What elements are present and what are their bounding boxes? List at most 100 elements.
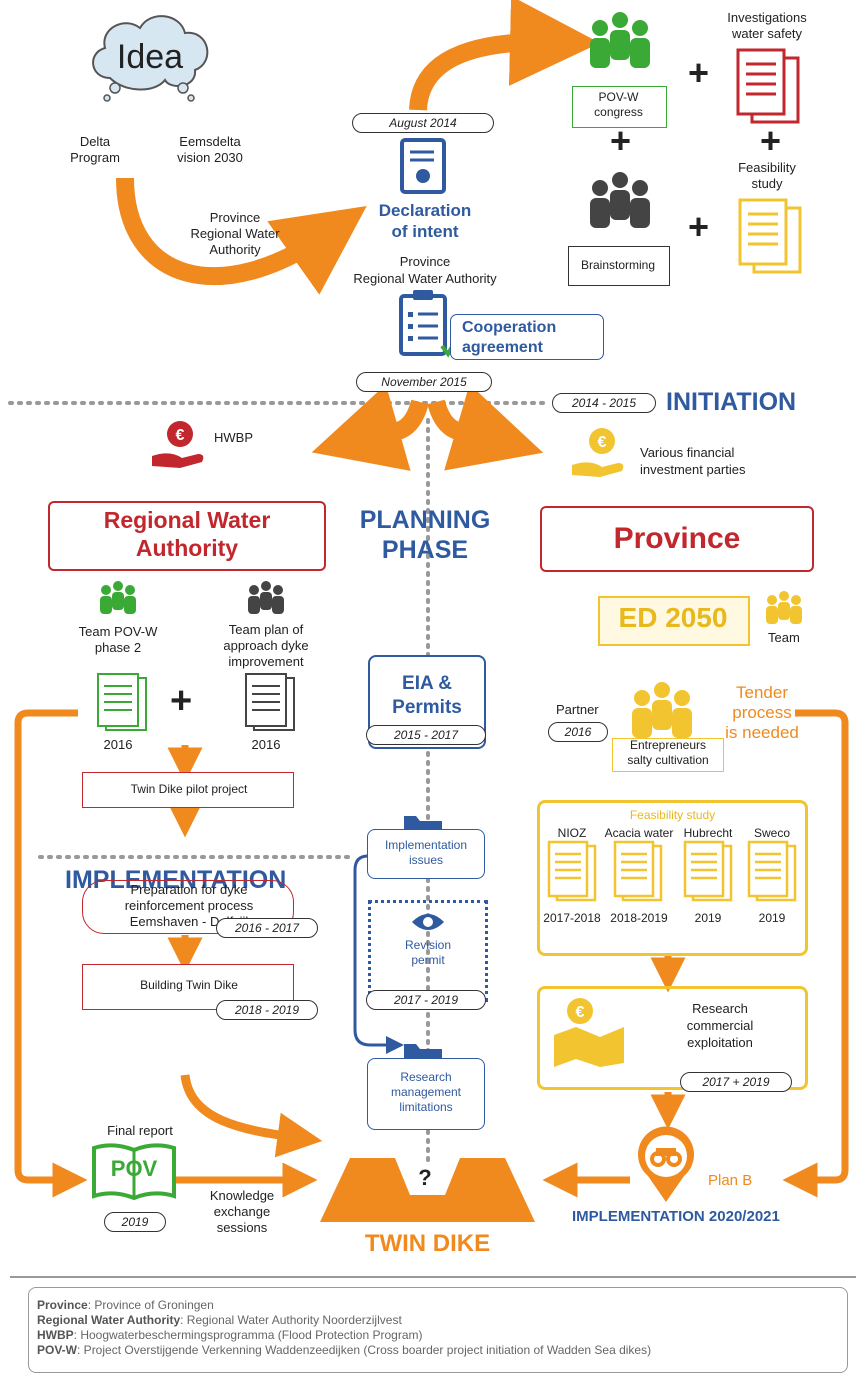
plus-icon: + (610, 120, 632, 161)
rwa-box (48, 501, 326, 571)
team-label: Team (768, 630, 800, 645)
plus-icon: + (688, 206, 710, 247)
studies-row: NIOZ 2017-2018 Acacia water 2018-2019 Hu… (537, 826, 808, 946)
clipboard-icon (399, 290, 460, 358)
research-years: 2017 + 2019 (680, 1072, 792, 1092)
book-icon (92, 1143, 176, 1201)
partner-label: Partner (556, 702, 599, 717)
pov-label: POV (110, 1156, 158, 1181)
idea-label: Idea (116, 38, 184, 76)
feasibility-study-box (537, 800, 808, 956)
financial-parties-label: Various financial investment parties (640, 445, 746, 477)
euro-hand-icon: € (152, 421, 204, 468)
tender-label: Tender process is needed (725, 683, 799, 742)
hwbp-label: HWBP (214, 430, 253, 445)
arrow-to-congress (409, 0, 600, 111)
team-povw-label: Team POV-W phase 2 (78, 624, 158, 655)
arrow-split-right (427, 384, 544, 471)
study-item: Acacia water 2018-2019 (603, 826, 675, 925)
impl-issues-box (367, 829, 485, 879)
legend-item: Province: Province of Groningen (37, 1298, 847, 1313)
brainstorm-people-icon (590, 172, 650, 228)
province-box (540, 506, 814, 572)
blue-connector (353, 854, 404, 1054)
study-name: NIOZ (557, 826, 587, 840)
povw-people-icon (590, 12, 650, 68)
svg-text:€: € (176, 427, 185, 444)
certificate-icon (400, 138, 446, 194)
legend-desc: : Hoogwaterbeschermingsprogramma (Flood … (73, 1328, 423, 1342)
impl-issues-label: Implementation issues (384, 838, 468, 867)
legend-item: POV-W: Project Overstijgende Verkenning … (37, 1343, 847, 1358)
year-2016-right: 2016 (251, 737, 281, 752)
plus-icon: + (760, 120, 782, 161)
entrepreneurs-box (612, 738, 724, 772)
report-year: 2019 (104, 1212, 166, 1232)
eia-years: 2015 - 2017 (366, 725, 486, 745)
research-commercial-label: Research commercial exploitation (686, 1001, 754, 1050)
planning-phase-heading: PLANNING PHASE (359, 506, 491, 564)
brainstorming-label: Brainstorming (580, 258, 656, 272)
study-document-icon (747, 840, 797, 902)
legend-term: Province (37, 1298, 88, 1312)
feasibility-study-heading: Feasibility study (629, 808, 716, 822)
province-label: Province (613, 522, 741, 555)
delta-program-label: Delta Program (70, 134, 120, 165)
document-green-icon (97, 673, 147, 731)
study-name: Hubrecht (683, 826, 733, 840)
eemsdelta-label: Eemsdelta vision 2030 (177, 134, 243, 165)
svg-text:€: € (598, 434, 607, 451)
study-name: Acacia water (604, 826, 674, 840)
cooperation-box (450, 314, 604, 360)
study-document-icon (613, 840, 663, 902)
eia-label: EIA & Permits (392, 673, 462, 718)
team-plan-icon (248, 581, 284, 614)
revision-label: Revision permit (404, 938, 452, 967)
study-year: 2019 (694, 911, 722, 925)
year-2016-left: 2016 (103, 737, 133, 752)
feasibility-top-label: Feasibility study (738, 160, 796, 191)
entrepreneurs-label: Entrepreneurs salty cultivation (627, 738, 709, 767)
arrow-label-province-rwa: Province Regional Water Authority (190, 210, 280, 257)
study-item: Hubrecht 2019 (677, 826, 739, 925)
initiation-heading: INITIATION (666, 388, 797, 416)
eye-icon (412, 914, 444, 930)
legend-desc: : Project Overstijgende Verkenning Wadde… (77, 1343, 652, 1357)
partner-year: 2016 (548, 722, 608, 742)
ed2050-label: ED 2050 (618, 602, 728, 633)
legend-item: HWBP: Hoogwaterbeschermingsprogramma (Fl… (37, 1328, 847, 1343)
twin-dike-shape (320, 1158, 535, 1222)
euro-hand-yellow-icon: € (572, 428, 624, 477)
legend-term: POV-W (37, 1343, 78, 1357)
research-commercial-box (537, 986, 808, 1090)
cooperation-label: Cooperation agreement (462, 319, 557, 356)
revision-years: 2017 - 2019 (366, 990, 486, 1010)
legend-box: Province: Province of Groningen Regional… (28, 1287, 848, 1373)
building-label: Building Twin Dike (140, 978, 238, 992)
arrow-right-loop (782, 709, 849, 1198)
team-povw-icon (100, 581, 136, 614)
preparation-box (82, 880, 294, 934)
povw-congress-label: POV-W congress (594, 90, 643, 119)
plus-icon: + (170, 680, 193, 722)
study-year: 2019 (758, 911, 786, 925)
question-mark: ? (418, 1165, 432, 1190)
team-yellow-icon (766, 591, 802, 624)
date-november-2015: November 2015 (356, 372, 492, 392)
study-item: Sweco 2019 (741, 826, 803, 925)
legend-term: Regional Water Authority (37, 1313, 181, 1327)
study-year: 2018-2019 (610, 911, 668, 925)
legend-divider (10, 1276, 856, 1278)
study-name: Sweco (753, 826, 791, 840)
ed2050-banner (598, 596, 750, 646)
svg-text:€: € (576, 1004, 585, 1021)
knowledge-label: Knowledge exchange sessions (209, 1188, 275, 1235)
province-rwa-label: Province Regional Water Authority (353, 254, 497, 286)
legend-desc: : Regional Water Authority Noorderzijlve… (180, 1313, 402, 1327)
plan-b-label: Plan B (708, 1172, 753, 1189)
idea-cloud-icon (92, 15, 209, 102)
rwa-label: Regional Water Authority (103, 507, 271, 561)
study-document-icon (547, 840, 597, 902)
binoculars-pin-icon (638, 1126, 694, 1202)
